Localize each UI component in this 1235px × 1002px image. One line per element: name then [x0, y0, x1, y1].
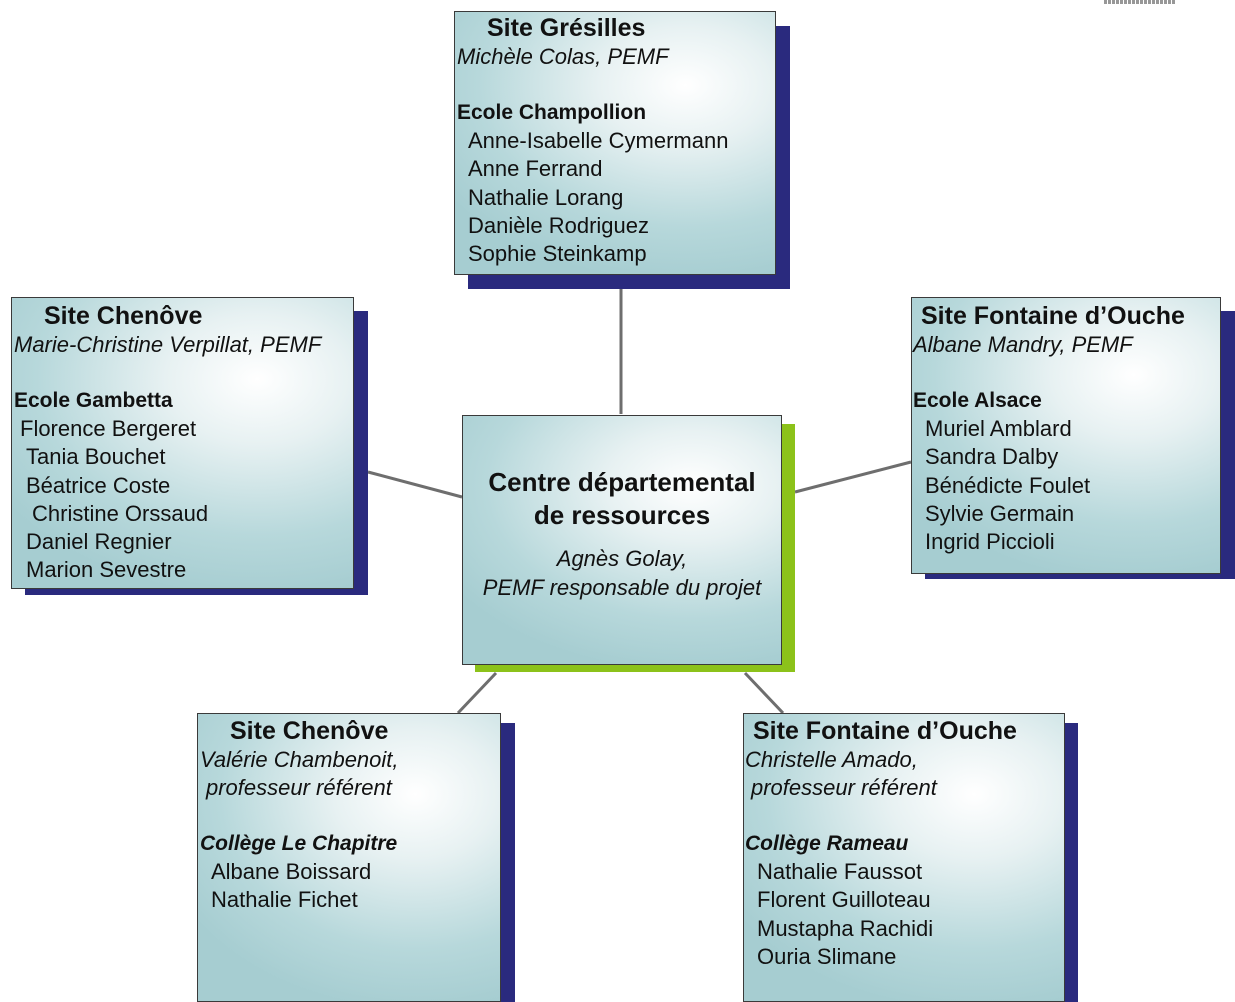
member-name: Albane Boissard	[211, 859, 372, 884]
site-fontaine-ecole-lead: Albane Mandry, PEMF	[913, 332, 1133, 357]
member-name: Anne-Isabelle Cymermann	[468, 128, 729, 153]
connector-right	[794, 460, 912, 494]
member-name: Tania Bouchet	[26, 444, 166, 470]
center-lead-line1: Agnès Golay,	[556, 546, 688, 571]
member-name: Florence Bergeret	[20, 416, 197, 441]
member-name: Mustapha Rachidi	[757, 915, 934, 941]
member-name: Nathalie Lorang	[468, 184, 624, 210]
member-name: Béatrice Coste	[26, 472, 171, 498]
center-title-line2: de ressources	[533, 500, 711, 530]
member-name: Christine Orssaud	[32, 500, 209, 526]
site-fontaine-college-title: Site Fontaine d’Ouche	[753, 717, 1017, 745]
site-chenove-college-lead-line2: professeur référent	[206, 775, 392, 800]
center-title-line1: Centre départemental	[488, 467, 756, 497]
site-fontaine-college-school: Collège Rameau	[745, 832, 909, 855]
logo-mark	[1104, 0, 1176, 4]
site-fontaine-ecole-title: Site Fontaine d’Ouche	[921, 302, 1185, 330]
member-name: Florent Guilloteau	[757, 887, 931, 913]
site-gresilles-box: Site Grésilles Michèle Colas, PEMF Ecole…	[454, 11, 776, 275]
site-fontaine-college-lead-line1: Christelle Amado,	[745, 747, 918, 772]
connector-left	[367, 470, 463, 499]
site-fontaine-ecole-school: Ecole Alsace	[913, 389, 1042, 412]
site-chenove-ecole-lead: Marie-Christine Verpillat, PEMF	[14, 332, 322, 357]
center-box: Centre départemental de ressources Agnès…	[462, 415, 782, 665]
site-chenove-college-title: Site Chenôve	[230, 717, 389, 745]
site-fontaine-college-lead-line2: professeur référent	[751, 775, 937, 800]
site-gresilles-lead: Michèle Colas, PEMF	[457, 44, 669, 69]
site-fontaine-ecole-box: Site Fontaine d’Ouche Albane Mandry, PEM…	[911, 297, 1221, 574]
member-name: Anne Ferrand	[468, 156, 603, 182]
member-name: Sophie Steinkamp	[468, 241, 647, 267]
member-name: Daniel Regnier	[26, 529, 172, 555]
member-name: Sandra Dalby	[925, 444, 1059, 470]
site-chenove-college-school: Collège Le Chapitre	[200, 832, 398, 855]
member-name: Ouria Slimane	[757, 943, 897, 969]
member-name: Marion Sevestre	[26, 557, 187, 583]
site-chenove-ecole-box: Site Chenôve Marie-Christine Verpillat, …	[11, 297, 354, 589]
member-name: Nathalie Fichet	[211, 887, 358, 913]
site-fontaine-college-box: Site Fontaine d’Ouche Christelle Amado, …	[743, 713, 1065, 1002]
site-gresilles-school: Ecole Champollion	[457, 101, 647, 124]
member-name: Muriel Amblard	[925, 416, 1072, 441]
connector-bottom-right	[743, 671, 785, 715]
site-chenove-college-box: Site Chenôve Valérie Chambenoit, profess…	[197, 713, 501, 1002]
member-name: Sylvie Germain	[925, 500, 1075, 526]
site-chenove-ecole-school: Ecole Gambetta	[14, 389, 173, 412]
connector-bottom-left	[456, 671, 498, 715]
member-name: Ingrid Piccioli	[925, 529, 1055, 555]
site-chenove-ecole-title: Site Chenôve	[44, 302, 203, 330]
site-chenove-college-lead-line1: Valérie Chambenoit,	[200, 747, 399, 772]
member-name: Bénédicte Foulet	[925, 472, 1091, 498]
site-gresilles-title: Site Grésilles	[487, 14, 646, 42]
member-name: Nathalie Faussot	[757, 859, 923, 884]
center-lead-line2: PEMF responsable du projet	[482, 575, 762, 600]
member-name: Danièle Rodriguez	[468, 212, 649, 238]
